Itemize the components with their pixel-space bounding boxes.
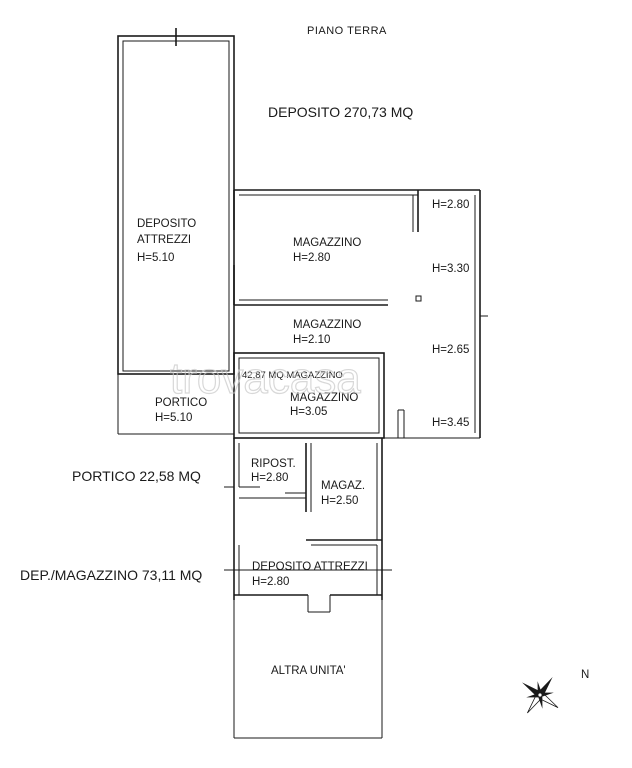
height-marker-1: H=2.80	[432, 199, 469, 211]
room-magazzino-lower-name: MAGAZZINO	[290, 392, 358, 404]
area-label-dep-magazzino: DEP./MAGAZZINO 73,11 MQ	[20, 567, 202, 583]
room-deposito-attrezzi-line2: ATTREZZI	[137, 234, 191, 246]
area-label-portico: PORTICO 22,58 MQ	[72, 468, 201, 484]
room-magazzino-upper-height: H=2.80	[293, 252, 330, 264]
room-altra-unita: ALTRA UNITA'	[271, 665, 346, 677]
watermark-logo: trovacasa	[170, 354, 361, 403]
room-portico-height: H=5.10	[155, 412, 192, 424]
area-label-deposito: DEPOSITO 270,73 MQ	[268, 104, 413, 120]
room-ripost-name: RIPOST.	[251, 458, 296, 470]
room-magazzino-upper-name: MAGAZZINO	[293, 237, 361, 249]
room-deposito-attrezzi-line1: DEPOSITO	[137, 218, 196, 230]
height-marker-3: H=2.65	[432, 344, 469, 356]
room-magaz-height: H=2.50	[321, 495, 358, 507]
room-magazzino-middle-name: MAGAZZINO	[293, 319, 361, 331]
room-magazzino-lower-height: H=3.05	[290, 406, 327, 418]
height-marker-2: H=3.30	[432, 263, 469, 275]
height-marker-4: H=3.45	[432, 417, 469, 429]
room-labels: DEPOSITO ATTREZZI H=5.10 MAGAZZINO H=2.8…	[137, 218, 368, 677]
room-deposito-attrezzi-bottom-name: DEPOSITO ATTREZZI	[252, 561, 368, 573]
compass-north-label: N	[581, 669, 589, 681]
room-magaz-name: MAGAZ.	[321, 480, 365, 492]
plan-title: PIANO TERRA	[307, 25, 387, 37]
room-deposito-attrezzi-height: H=5.10	[137, 252, 174, 264]
room-portico-name: PORTICO	[155, 397, 207, 409]
room-magazzino-middle-height: H=2.10	[293, 334, 330, 346]
room-deposito-attrezzi-bottom-height: H=2.80	[252, 576, 289, 588]
room-ripost-height: H=2.80	[251, 472, 288, 484]
room-magazzino-lower-area: 42,87 MQ MAGAZZINO	[242, 370, 343, 381]
compass-icon	[521, 676, 559, 714]
walls	[117, 28, 488, 739]
height-markers: H=2.80 H=3.30 H=2.65 H=3.45	[432, 199, 469, 429]
